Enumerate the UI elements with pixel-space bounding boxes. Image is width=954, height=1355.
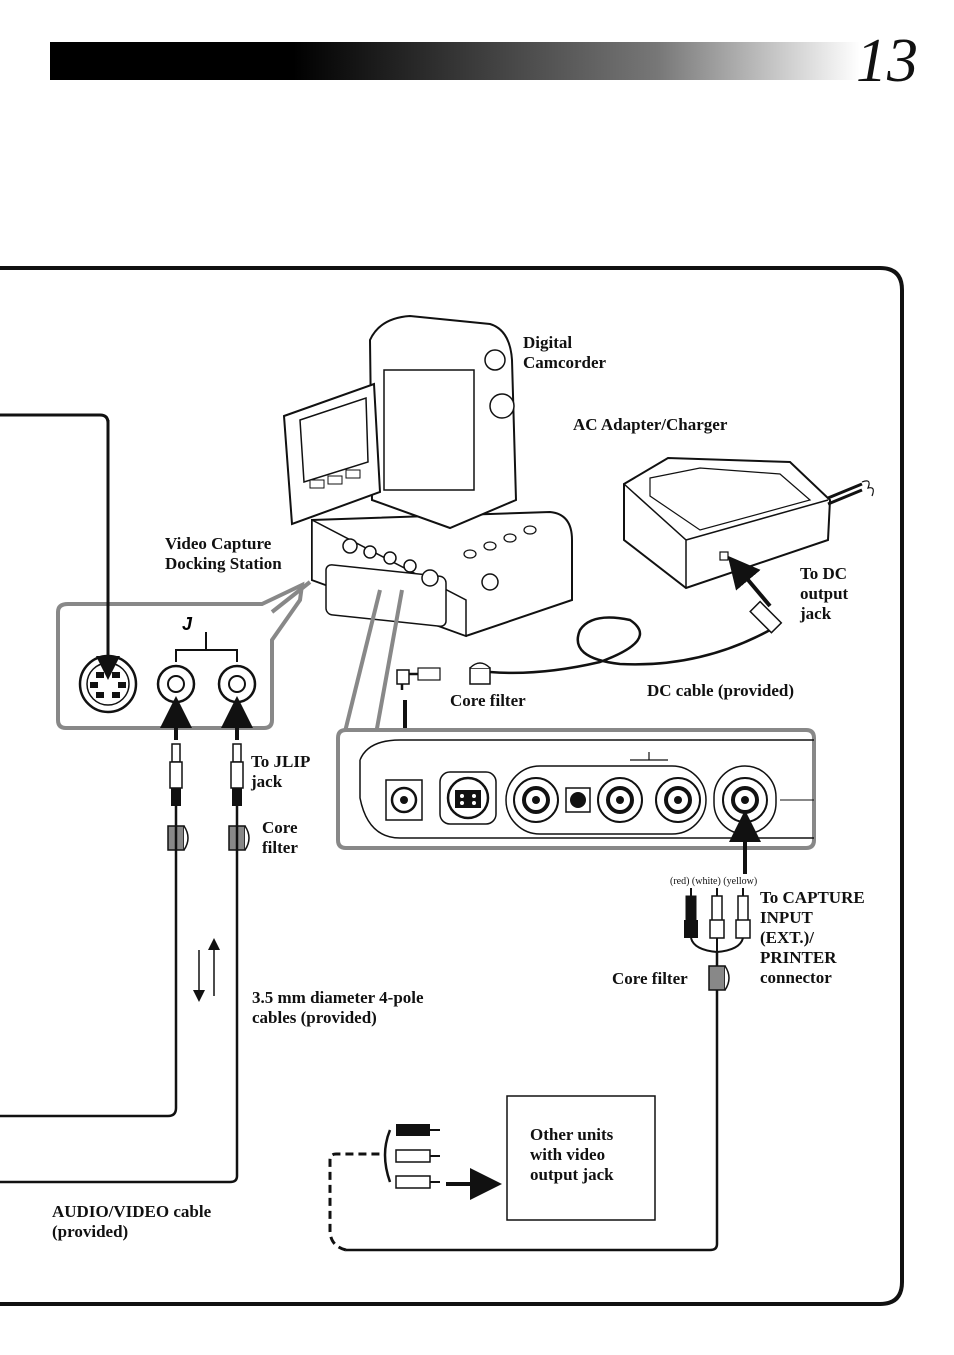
core-filter-dc	[469, 667, 491, 685]
jlip-plug-2	[230, 743, 244, 806]
label-cable-colors: (red) (white) (yellow)	[670, 876, 758, 887]
label-core-filter-left: Core filter	[262, 818, 298, 857]
label-digital-camcorder: Digital Camcorder	[523, 333, 607, 372]
jlip-logo-icon: J	[182, 614, 193, 634]
label-core-filter-top: Core filter	[450, 691, 526, 710]
label-to-jlip: To JLIP jack	[251, 752, 311, 791]
jlip-plug-1	[169, 743, 183, 806]
outer-frame	[0, 266, 904, 1306]
page-number: 13	[856, 27, 918, 95]
camcorder-illustration	[282, 314, 573, 638]
header-bar	[50, 42, 860, 80]
label-other-units: Other units with video output jack	[530, 1125, 614, 1184]
ac-adapter-illustration	[623, 456, 874, 590]
dc-plug	[749, 600, 783, 634]
label-av-cable: AUDIO/VIDEO cable (provided)	[52, 1202, 212, 1241]
label-ac-adapter: AC Adapter/Charger	[573, 415, 728, 434]
label-to-capture: To CAPTURE INPUT (EXT.)/ PRINTER connect…	[760, 888, 865, 987]
other-rca-plugs	[383, 1124, 440, 1189]
connector-panel	[336, 728, 816, 850]
label-dc-cable: DC cable (provided)	[647, 681, 795, 700]
label-core-filter-right: Core filter	[612, 969, 688, 988]
rca-plugs	[684, 888, 751, 954]
label-video-capture: Video Capture Docking Station	[165, 534, 282, 573]
core-filter-av	[708, 965, 726, 991]
other-units-box	[506, 1095, 656, 1221]
jlip-panel: J	[56, 580, 312, 730]
label-to-dc-output: To DC output jack	[800, 564, 849, 623]
label-cables-35mm: 3.5 mm diameter 4-pole cables (provided)	[252, 988, 424, 1027]
